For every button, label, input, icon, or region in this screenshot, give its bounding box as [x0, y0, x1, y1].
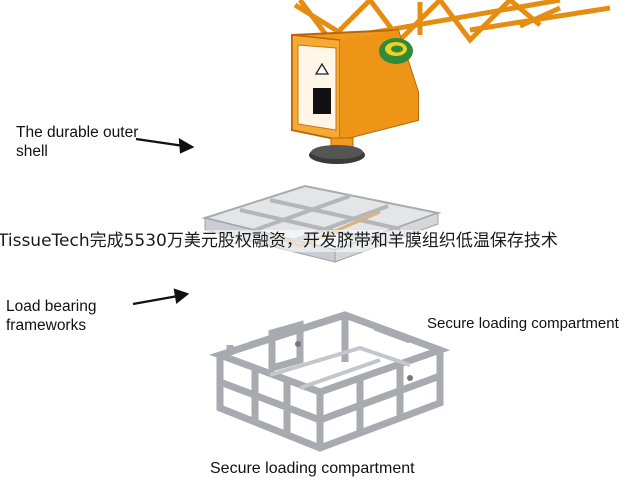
news-headline: TissueTech完成5530万美元股权融资，开发脐带和羊膜组织低温保存技术	[0, 230, 558, 252]
bolt-icon	[407, 375, 413, 381]
crane-cabin	[291, 28, 419, 164]
load-bearing-label: Load bearing frameworks	[6, 298, 97, 334]
logo-badge-icon	[379, 38, 413, 64]
outer-shell-label: The durable outer shell	[16, 124, 139, 160]
secure-compartment-label-bottom: Secure loading compartment	[210, 460, 415, 477]
cabin-door	[313, 88, 331, 114]
bolt-icon	[295, 341, 301, 347]
arrow-icon	[132, 288, 190, 306]
load-bearing-framework	[209, 311, 451, 452]
secure-compartment-label-right: Secure loading compartment	[427, 315, 619, 332]
framework-inner	[269, 345, 411, 390]
warning-triangle-icon	[314, 62, 330, 75]
arrow-icon	[135, 137, 195, 154]
